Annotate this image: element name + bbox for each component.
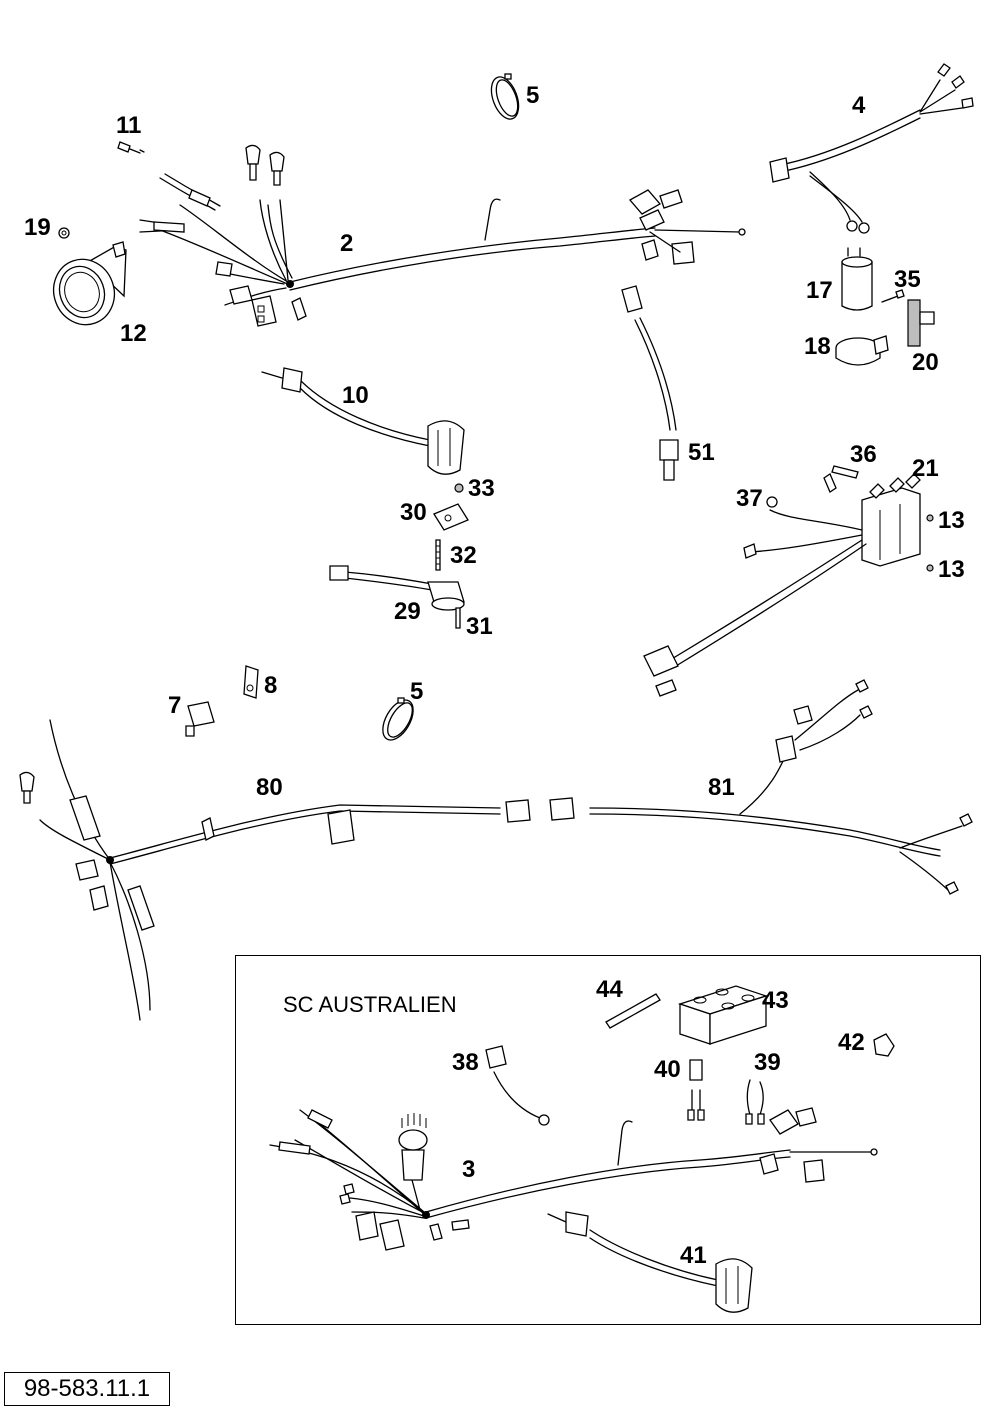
bulb-sockets bbox=[245, 144, 285, 186]
callout-29: 29 bbox=[394, 598, 421, 625]
callout-11: 11 bbox=[116, 112, 142, 139]
horn-part-12 bbox=[52, 241, 127, 326]
callout-4: 4 bbox=[852, 92, 866, 119]
callout-31: 31 bbox=[466, 613, 493, 640]
harness-part-81 bbox=[549, 679, 973, 895]
callout-41: 41 bbox=[680, 1242, 707, 1269]
battery-part-43 bbox=[677, 985, 769, 1045]
nut-part-19 bbox=[58, 227, 70, 239]
harness-part-3 bbox=[269, 1107, 878, 1251]
callout-13-upper: 13 bbox=[938, 507, 965, 534]
callout-17: 17 bbox=[806, 277, 833, 304]
bulb-part-11 bbox=[117, 141, 145, 154]
capacitor-holder-part-18 bbox=[835, 335, 889, 366]
callout-51: 51 bbox=[688, 439, 715, 466]
callout-13-lower: 13 bbox=[938, 556, 965, 583]
callout-21: 21 bbox=[912, 455, 939, 482]
callout-80: 80 bbox=[256, 774, 283, 801]
callout-37: 37 bbox=[736, 485, 763, 512]
cover-part-30 bbox=[433, 503, 469, 531]
callout-36: 36 bbox=[850, 441, 877, 468]
screw-part-32 bbox=[435, 539, 441, 571]
switch-part-29 bbox=[329, 565, 465, 611]
screw-part-35 bbox=[881, 289, 905, 303]
cable-tie-part-5-top bbox=[490, 73, 520, 120]
callout-35: 35 bbox=[894, 266, 921, 293]
callout-43: 43 bbox=[762, 987, 789, 1014]
tool-part-44 bbox=[605, 993, 661, 1029]
capacitor-part-17 bbox=[841, 247, 873, 311]
callout-32: 32 bbox=[450, 542, 477, 569]
callout-7: 7 bbox=[168, 692, 182, 719]
harness-part-80 bbox=[19, 719, 531, 1021]
callout-40: 40 bbox=[654, 1056, 681, 1083]
screw-part-31 bbox=[455, 607, 461, 629]
document-code: 98-583.11.1 bbox=[4, 1372, 170, 1406]
callout-8: 8 bbox=[264, 672, 278, 699]
callout-10: 10 bbox=[342, 382, 369, 409]
inset-frame bbox=[235, 955, 981, 1325]
callout-12: 12 bbox=[120, 320, 147, 347]
callout-30: 30 bbox=[400, 499, 427, 526]
callout-19: 19 bbox=[24, 214, 51, 241]
main-harness-part-2 bbox=[139, 173, 746, 327]
callout-39: 39 bbox=[754, 1049, 781, 1076]
callout-2: 2 bbox=[340, 230, 354, 257]
callout-18: 18 bbox=[804, 333, 831, 360]
callout-44: 44 bbox=[596, 976, 623, 1003]
regulator-part-21 bbox=[643, 473, 921, 697]
callout-20: 20 bbox=[912, 349, 939, 376]
screw-part-37 bbox=[766, 496, 778, 508]
small-harness-part-4 bbox=[769, 63, 974, 234]
relay-part-7 bbox=[185, 701, 215, 737]
nuts-part-13 bbox=[926, 514, 934, 572]
callout-5-top: 5 bbox=[526, 82, 540, 109]
switch-part-10 bbox=[261, 367, 465, 475]
callout-5-bottom: 5 bbox=[410, 678, 424, 705]
fuse-part-40 bbox=[687, 1059, 705, 1121]
bracket-part-20 bbox=[907, 299, 935, 347]
nut-part-33 bbox=[454, 483, 464, 493]
callout-33: 33 bbox=[468, 475, 495, 502]
callout-38: 38 bbox=[452, 1049, 479, 1076]
screw-part-36 bbox=[831, 465, 859, 479]
inset-title: SC AUSTRALIEN bbox=[283, 992, 457, 1017]
switch-part-41 bbox=[547, 1211, 753, 1313]
cable-tie-part-5-bottom bbox=[382, 697, 414, 741]
sensor-part-51 bbox=[621, 285, 679, 481]
clip-part-42 bbox=[873, 1033, 895, 1057]
fuse-holder-part-39 bbox=[745, 1079, 765, 1125]
cable-part-38 bbox=[485, 1045, 550, 1126]
callout-42: 42 bbox=[838, 1029, 865, 1056]
callout-81: 81 bbox=[708, 774, 735, 801]
bracket-part-8 bbox=[243, 665, 259, 699]
callout-3: 3 bbox=[462, 1156, 476, 1183]
